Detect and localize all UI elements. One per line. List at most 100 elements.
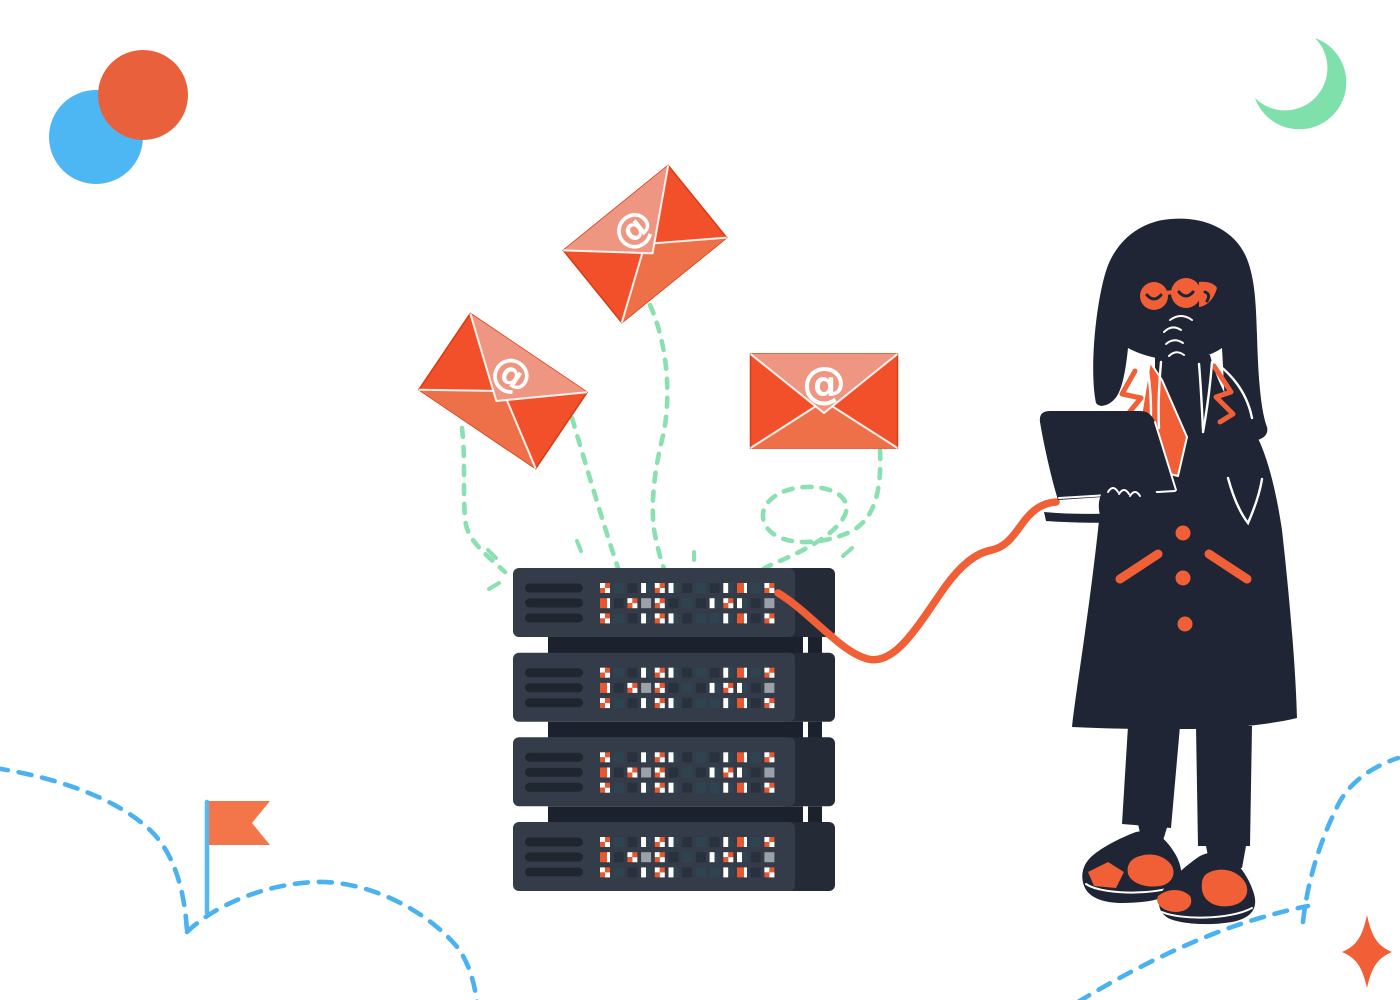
led-cell — [654, 872, 660, 878]
led-cell — [682, 767, 693, 778]
led-cell — [654, 698, 660, 704]
led-cell — [673, 837, 679, 847]
led-cell — [654, 682, 660, 688]
led-cell — [682, 682, 693, 693]
led-cell — [709, 867, 720, 878]
led-cell — [682, 782, 693, 793]
led-cell — [737, 867, 744, 878]
led-cell — [682, 837, 693, 847]
led-cell — [723, 852, 729, 858]
led-cell — [659, 703, 665, 709]
led-cell — [627, 613, 638, 624]
led-cell — [695, 782, 706, 793]
led-cell — [600, 787, 605, 793]
led-cell — [682, 667, 693, 678]
led-cell — [659, 782, 665, 788]
led-cell — [641, 852, 652, 863]
led-cell — [737, 583, 744, 593]
led-cell — [600, 842, 605, 847]
led-cell — [654, 703, 660, 709]
led-cell — [659, 752, 665, 758]
led-cell — [737, 752, 744, 763]
led-cell — [709, 613, 720, 624]
trail-envelope-2-right — [569, 415, 621, 571]
led-cell — [627, 752, 638, 763]
led-cell — [627, 687, 633, 693]
server-led-grid — [600, 667, 775, 709]
led-cell — [764, 852, 775, 863]
led-cell — [769, 703, 775, 709]
led-cell — [654, 618, 660, 624]
led-cell — [659, 687, 665, 693]
server-unit — [513, 737, 835, 824]
led-cell — [769, 667, 775, 673]
led-cell — [737, 613, 744, 624]
flag-marker — [204, 799, 270, 916]
led-cell — [742, 852, 747, 863]
led-cell — [600, 583, 605, 588]
led-cell — [654, 837, 660, 842]
trail-envelope-2-left — [459, 425, 508, 575]
led-cell — [769, 698, 775, 704]
flag-icon — [209, 801, 270, 845]
led-cell — [728, 698, 734, 709]
crescent-moon-icon — [1255, 38, 1347, 130]
led-cell — [627, 667, 638, 678]
led-cell — [714, 767, 720, 778]
led-cell — [627, 857, 633, 863]
led-cell — [728, 752, 734, 763]
led-cell — [695, 613, 706, 624]
server-led-grid — [600, 752, 775, 793]
led-cell — [668, 782, 674, 793]
led-cell — [613, 613, 624, 624]
led-cell — [659, 787, 665, 793]
led-cell — [659, 772, 665, 778]
led-cell — [654, 782, 660, 788]
led-cell — [723, 667, 729, 678]
led-cell — [744, 667, 747, 678]
led-cell — [613, 667, 624, 678]
led-cell — [764, 872, 770, 878]
led-cell — [709, 698, 720, 709]
led-cell — [744, 613, 747, 624]
led-cell — [764, 703, 770, 709]
blue-dashed-path-left — [0, 766, 480, 1000]
led-cell — [627, 583, 638, 593]
led-cell — [737, 667, 744, 678]
led-cell — [668, 837, 674, 847]
raised-hand — [1157, 315, 1205, 432]
led-cell — [728, 613, 734, 624]
led-cell — [668, 767, 679, 778]
led-cell — [654, 603, 660, 609]
led-cell — [764, 782, 770, 788]
led-cell — [764, 583, 770, 588]
led-cell — [659, 603, 665, 609]
led-cell — [737, 698, 744, 709]
led-cell — [682, 698, 693, 709]
led-cell — [641, 698, 647, 709]
led-cell — [600, 852, 607, 863]
led-cell — [659, 672, 665, 678]
led-cell — [723, 782, 729, 793]
led-cell — [654, 613, 660, 619]
led-cell — [654, 588, 660, 593]
led-cell — [613, 837, 624, 847]
led-cell — [750, 782, 761, 793]
led-cell — [659, 757, 665, 763]
led-cell — [744, 698, 747, 709]
led-cell — [744, 583, 747, 593]
led-cell — [600, 598, 607, 609]
led-cell — [613, 767, 624, 778]
led-cell — [605, 583, 610, 588]
led-cell — [659, 588, 665, 593]
led-cell — [764, 698, 770, 704]
led-cell — [641, 667, 647, 678]
led-cell — [764, 837, 770, 842]
server-led-grid — [600, 837, 775, 878]
led-cell — [654, 772, 660, 778]
led-cell — [654, 667, 660, 673]
led-cell — [627, 852, 633, 858]
led-cell — [682, 867, 693, 878]
led-cell — [659, 872, 665, 878]
led-cell — [605, 588, 610, 593]
